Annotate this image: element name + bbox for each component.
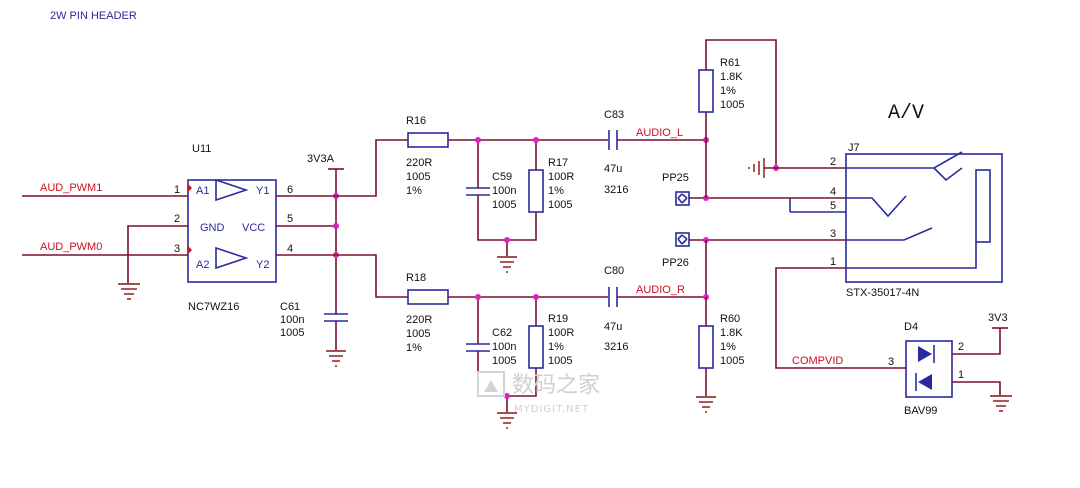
ground-symbol <box>497 256 517 273</box>
r17-value: 100R <box>548 171 574 183</box>
d4-diode <box>905 327 1008 398</box>
r17-package: 1005 <box>548 199 572 211</box>
r16-value: 220R <box>406 157 432 169</box>
ground-symbol <box>118 283 140 300</box>
u11-pin-a1: A1 <box>196 185 209 197</box>
r60-ref: R60 <box>720 313 740 325</box>
c62-package: 1005 <box>492 355 516 367</box>
u11-pin4-num: 4 <box>287 243 293 255</box>
j7-pin2: 2 <box>830 156 836 168</box>
pp26-testpoint <box>675 232 846 296</box>
c80-ref: C80 <box>604 265 624 277</box>
d4-pin1: 1 <box>958 369 964 381</box>
u11-pin-a2: A2 <box>196 259 209 271</box>
j7-pin3: 3 <box>830 228 836 240</box>
schematic-title: 2W PIN HEADER <box>50 10 137 22</box>
net-compvid: COMPVID <box>792 355 843 367</box>
c80-value: 47u <box>604 321 622 333</box>
u11-pin1-num: 1 <box>174 184 180 196</box>
c83-ref: C83 <box>604 109 624 121</box>
c61-ref: C61 <box>280 301 300 313</box>
pp25-label: PP25 <box>662 172 689 184</box>
c62-ref: C62 <box>492 327 512 339</box>
c62-value: 100n <box>492 341 516 353</box>
ground-symbol <box>990 395 1012 412</box>
net-audio-l: AUDIO_L <box>636 127 683 139</box>
c61-package: 1005 <box>280 327 304 339</box>
j7-pin5: 5 <box>830 200 836 212</box>
watermark-text: 数码之家 <box>512 373 600 398</box>
net-aud-pwm1: AUD_PWM1 <box>40 182 102 194</box>
r18-package: 1005 <box>406 328 430 340</box>
c59-value: 100n <box>492 185 516 197</box>
u11-pin3-num: 3 <box>174 243 180 255</box>
r60-package: 1005 <box>720 355 744 367</box>
pp25-testpoint <box>675 140 846 206</box>
r19-value: 100R <box>548 327 574 339</box>
u11-pin5-num: 5 <box>287 213 293 225</box>
j7-pin4: 4 <box>830 186 836 198</box>
ground-symbol <box>326 350 346 367</box>
r16-package: 1005 <box>406 171 430 183</box>
r16-tolerance: 1% <box>406 185 422 197</box>
ground-symbol <box>748 158 846 178</box>
net-audio-r: AUDIO_R <box>636 284 685 296</box>
u11-pin6-num: 6 <box>287 184 293 196</box>
u11-buffer-ic <box>187 178 277 283</box>
r19-ref: R19 <box>548 313 568 325</box>
ground-symbol <box>696 396 716 413</box>
u11-pin-y1: Y1 <box>256 185 269 197</box>
r19-package: 1005 <box>548 355 572 367</box>
r17-ref: R17 <box>548 157 568 169</box>
c80-package: 3216 <box>604 341 628 353</box>
watermark-url: MYDIGIT.NET <box>514 404 589 415</box>
u11-pin-gnd: GND <box>200 222 225 234</box>
r61-package: 1005 <box>720 99 744 111</box>
r60-tolerance: 1% <box>720 341 736 353</box>
r61-value: 1.8K <box>720 71 743 83</box>
u11-part: NC7WZ16 <box>188 301 239 313</box>
r61-ref: R61 <box>720 57 740 69</box>
net-3v3a: 3V3A <box>307 153 335 165</box>
j7-connector <box>789 151 1003 283</box>
r16-ref: R16 <box>406 115 426 127</box>
r61-tolerance: 1% <box>720 85 736 97</box>
u11-pin-y2: Y2 <box>256 259 269 271</box>
d4-pin3: 3 <box>888 356 894 368</box>
audio-left-path <box>276 130 709 256</box>
c83-package: 3216 <box>604 184 628 196</box>
d4-ref: D4 <box>904 321 918 333</box>
ground-symbol <box>497 412 517 429</box>
u11-pin2-num: 2 <box>174 213 180 225</box>
j7-ref: J7 <box>848 142 860 154</box>
r17-tolerance: 1% <box>548 185 564 197</box>
j7-pin1: 1 <box>830 256 836 268</box>
compvid-wire <box>775 267 906 369</box>
r18-value: 220R <box>406 314 432 326</box>
r60-resistor <box>698 297 714 396</box>
j7-part: STX-35017-4N <box>846 287 919 299</box>
d4-pin2: 2 <box>958 341 964 353</box>
d4-part: BAV99 <box>904 405 937 417</box>
pp26-label: PP26 <box>662 257 689 269</box>
c83-value: 47u <box>604 163 622 175</box>
c61-value: 100n <box>280 314 304 326</box>
r18-tolerance: 1% <box>406 342 422 354</box>
r61-resistor <box>698 39 779 171</box>
r19-tolerance: 1% <box>548 341 564 353</box>
r18-ref: R18 <box>406 272 426 284</box>
net-3v3: 3V3 <box>988 312 1008 324</box>
net-aud-pwm0: AUD_PWM0 <box>40 241 102 253</box>
u11-pin-vcc: VCC <box>242 222 265 234</box>
c59-package: 1005 <box>492 199 516 211</box>
r60-value: 1.8K <box>720 327 743 339</box>
u11-ref: U11 <box>192 143 211 155</box>
c59-ref: C59 <box>492 171 512 183</box>
input-wires <box>22 195 188 283</box>
watermark-logo <box>477 371 505 397</box>
av-label: A/V <box>888 102 924 125</box>
